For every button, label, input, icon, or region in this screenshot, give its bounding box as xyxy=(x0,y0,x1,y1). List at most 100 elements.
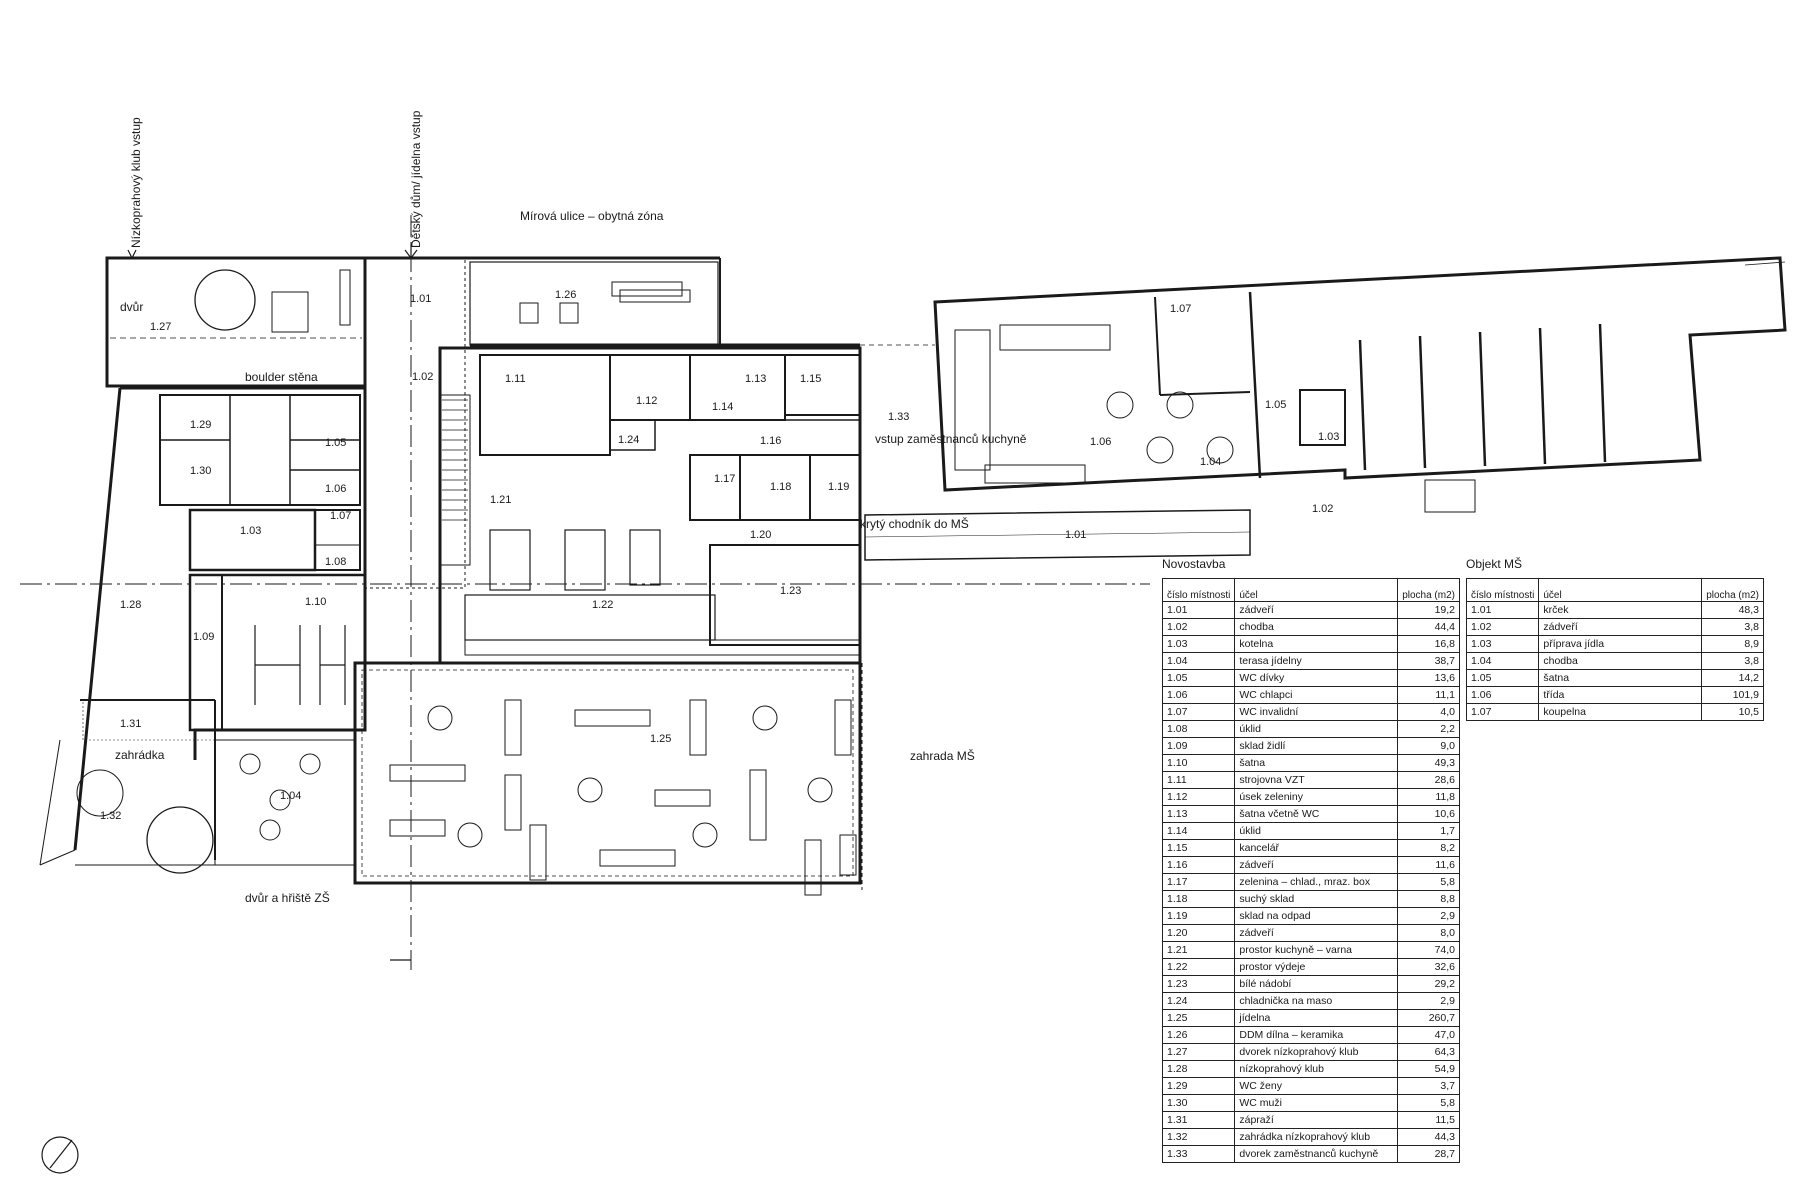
room-purpose: dvorek zaměstnanců kuchyně xyxy=(1234,1145,1399,1163)
room-area: 1,7 xyxy=(1397,822,1460,840)
room-area: 11,8 xyxy=(1397,788,1460,806)
room-purpose: DDM dílna – keramika xyxy=(1234,1026,1399,1044)
room-number: 1.27 xyxy=(1161,1043,1236,1061)
room-number: 1.30 xyxy=(1161,1094,1236,1112)
room-number: 1.02 xyxy=(1161,618,1236,636)
room-area: 48,3 xyxy=(1701,601,1764,619)
room-number: 1.06 xyxy=(1161,686,1236,704)
room-number: 1.19 xyxy=(1161,907,1236,925)
room-number: 1.26 xyxy=(1161,1026,1236,1044)
room-number: 1.22 xyxy=(1161,958,1236,976)
svg-text:1.14: 1.14 xyxy=(712,401,733,413)
room-area: 28,7 xyxy=(1397,1145,1460,1163)
svg-text:1.16: 1.16 xyxy=(760,435,781,447)
room-area: 101,9 xyxy=(1701,686,1764,704)
svg-text:1.17: 1.17 xyxy=(714,473,735,485)
room-purpose: terasa jídelny xyxy=(1234,652,1399,670)
room-area: 44,3 xyxy=(1397,1128,1460,1146)
room-purpose: WC muži xyxy=(1234,1094,1399,1112)
room-number: 1.07 xyxy=(1161,703,1236,721)
svg-text:1.07: 1.07 xyxy=(1170,303,1191,315)
small-garden-label: zahrádka xyxy=(115,748,165,762)
svg-text:1.25: 1.25 xyxy=(650,733,671,745)
room-number: 1.05 xyxy=(1465,669,1540,687)
room-number: 1.01 xyxy=(1465,601,1540,619)
garden-ms-label: zahrada MŠ xyxy=(910,748,975,763)
room-area: 11,6 xyxy=(1397,856,1460,874)
room-purpose: třída xyxy=(1538,686,1703,704)
club-entry-label: Nízkoprahový klub vstup xyxy=(129,117,143,248)
svg-text:1.04: 1.04 xyxy=(1200,456,1221,468)
svg-text:1.30: 1.30 xyxy=(190,465,211,477)
svg-text:1.03: 1.03 xyxy=(240,525,261,537)
room-area: 8,8 xyxy=(1397,890,1460,908)
svg-text:1.06: 1.06 xyxy=(325,483,346,495)
room-number: 1.04 xyxy=(1161,652,1236,670)
room-number: 1.11 xyxy=(1161,771,1236,789)
header-number: číslo místnosti xyxy=(1465,578,1540,602)
room-purpose: prostor výdeje xyxy=(1234,958,1399,976)
room-number: 1.33 xyxy=(1161,1145,1236,1163)
room-area: 10,6 xyxy=(1397,805,1460,823)
svg-text:1.22: 1.22 xyxy=(592,599,613,611)
room-number: 1.05 xyxy=(1161,669,1236,687)
room-purpose: dvorek nízkoprahový klub xyxy=(1234,1043,1399,1061)
room-number: 1.04 xyxy=(1465,652,1540,670)
room-area: 2,2 xyxy=(1397,720,1460,738)
svg-text:1.26: 1.26 xyxy=(555,289,576,301)
room-area: 260,7 xyxy=(1397,1009,1460,1027)
room-number: 1.25 xyxy=(1161,1009,1236,1027)
room-number: 1.32 xyxy=(1161,1128,1236,1146)
svg-text:1.06: 1.06 xyxy=(1090,436,1111,448)
room-purpose: suchý sklad xyxy=(1234,890,1399,908)
svg-text:1.24: 1.24 xyxy=(618,434,639,446)
room-purpose: strojovna VZT xyxy=(1234,771,1399,789)
wall-ms-building xyxy=(933,256,1787,492)
room-number: 1.10 xyxy=(1161,754,1236,772)
room-number: 1.18 xyxy=(1161,890,1236,908)
room-number: 1.13 xyxy=(1161,805,1236,823)
svg-text:1.31: 1.31 xyxy=(120,718,141,730)
room-area: 54,9 xyxy=(1397,1060,1460,1078)
svg-text:1.19: 1.19 xyxy=(828,481,849,493)
svg-text:1.10: 1.10 xyxy=(305,596,326,608)
room-area: 2,9 xyxy=(1397,907,1460,925)
room-number: 1.28 xyxy=(1161,1060,1236,1078)
svg-text:1.12: 1.12 xyxy=(636,395,657,407)
room-purpose: šatna včetně WC xyxy=(1234,805,1399,823)
svg-text:1.27: 1.27 xyxy=(150,321,171,333)
room-purpose: kotelna xyxy=(1234,635,1399,653)
room-purpose: zelenina – chlad., mraz. box xyxy=(1234,873,1399,891)
room-number: 1.06 xyxy=(1465,686,1540,704)
covered-path xyxy=(864,509,1251,561)
room-area: 14,2 xyxy=(1701,669,1764,687)
north-arrow-icon xyxy=(41,1136,79,1174)
room-purpose: jídelna xyxy=(1234,1009,1399,1027)
room-number: 1.07 xyxy=(1465,703,1540,721)
room-purpose: krček xyxy=(1538,601,1703,619)
header-area: plocha (m2) xyxy=(1701,578,1764,602)
room-area: 11,1 xyxy=(1397,686,1460,704)
